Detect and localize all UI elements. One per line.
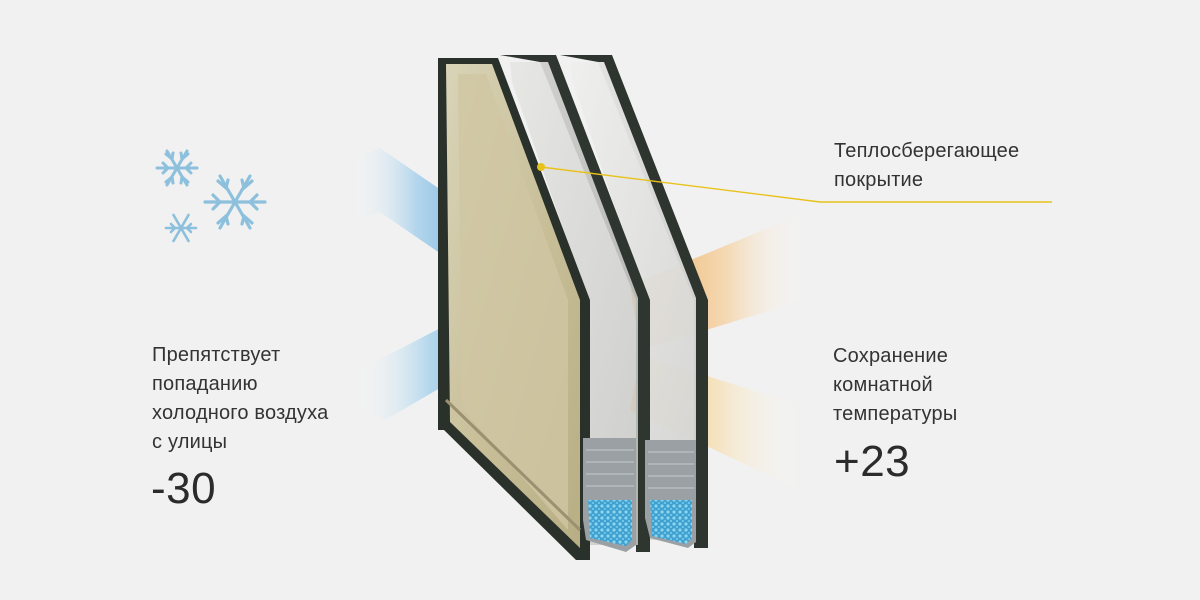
- coating-label-line: Теплосберегающее: [834, 140, 1020, 162]
- room-temperature-label-line: Сохранение: [833, 345, 949, 367]
- cold-air-label-line: с улицы: [152, 431, 228, 453]
- spacer-frames: [583, 438, 696, 552]
- glass-pane-middle: [500, 55, 650, 552]
- cold-air-label-line: холодного воздуха: [152, 402, 329, 424]
- cold-air-label: Препятствует попаданию холодного воздуха…: [152, 341, 328, 457]
- snowflake-icon: [203, 174, 267, 230]
- coating-label-line: покрытие: [834, 169, 924, 191]
- outside-temperature: -30: [151, 464, 217, 513]
- cold-air-label-line: Препятствует: [152, 344, 281, 366]
- room-temperature-label: Сохранение комнатной температуры: [833, 342, 957, 429]
- cold-air-label-line: попаданию: [152, 373, 258, 395]
- room-temperature-label-line: температуры: [833, 403, 958, 425]
- snowflake-icon: [155, 149, 199, 187]
- glass-pane-front: [438, 58, 590, 560]
- snowflake-icon: [164, 213, 198, 243]
- room-temperature-label-line: комнатной: [833, 374, 933, 396]
- coating-pointer: [537, 163, 1052, 203]
- coating-label: Теплосберегающее покрытие: [834, 137, 1019, 195]
- glass-pane-back: [560, 55, 708, 548]
- inside-temperature: +23: [834, 437, 911, 486]
